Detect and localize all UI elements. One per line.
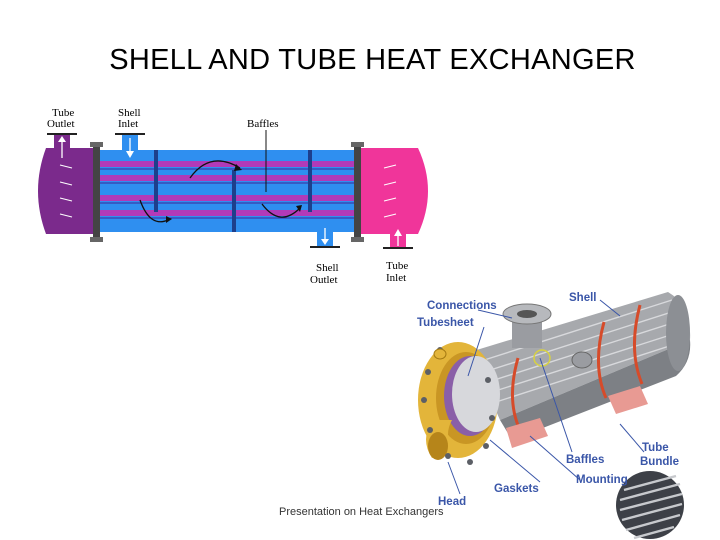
label-gaskets: Gaskets <box>494 483 539 495</box>
label-shell-inlet: Shell <box>118 107 141 119</box>
label-tube-inlet: Tube <box>386 260 408 272</box>
mounting <box>506 418 548 448</box>
tubesheet-right <box>354 144 361 240</box>
label-shell: Shell <box>569 292 596 304</box>
label-shell-outlet: Outlet <box>310 274 338 286</box>
head-assembly <box>418 342 500 465</box>
label-tube-outlet: Outlet <box>47 118 75 130</box>
page-title: SHELL AND TUBE HEAT EXCHANGER <box>109 44 636 76</box>
baffle <box>154 150 158 212</box>
label-connections: Connections <box>427 300 497 312</box>
label-baffles: Baffles <box>566 454 604 466</box>
label-mounting: Mounting <box>576 474 628 486</box>
tubesheet-left <box>93 144 100 240</box>
label-tubesheet: Tubesheet <box>417 317 474 329</box>
right-head <box>358 148 428 234</box>
label-tube-outlet: Tube <box>52 107 74 119</box>
label-tube-bundle: Bundle <box>640 456 679 468</box>
support-bands <box>510 304 644 431</box>
tube-bundle-inset <box>616 471 684 540</box>
left-head <box>38 148 96 234</box>
baffle <box>232 170 236 232</box>
label-tube-bundle: Tube <box>642 442 669 454</box>
baffle <box>308 150 312 212</box>
label-shell-outlet: Shell <box>316 262 339 274</box>
label-baffles: Baffles <box>247 118 279 130</box>
label-head: Head <box>438 496 466 508</box>
label-shell-inlet: Inlet <box>118 118 138 130</box>
label-tube-inlet: Inlet <box>386 272 406 284</box>
footer-caption: Presentation on Heat Exchangers <box>279 506 444 518</box>
